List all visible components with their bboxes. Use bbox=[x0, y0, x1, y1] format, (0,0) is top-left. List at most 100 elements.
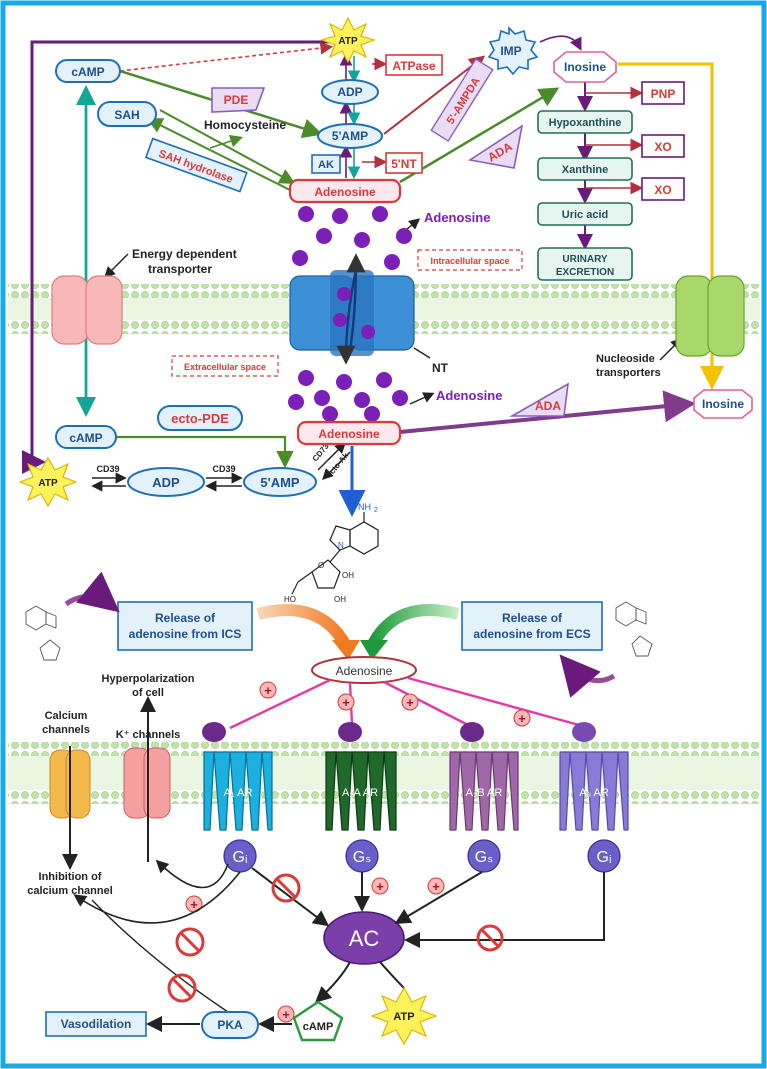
adenosine-molecule-right bbox=[615, 601, 653, 657]
nucleoside-label-1: Nucleoside bbox=[596, 353, 655, 365]
svg-text:AK: AK bbox=[318, 159, 334, 171]
receptor-a3: A₃ AR bbox=[559, 751, 629, 831]
adenosine-label-intracellular: Adenosine bbox=[424, 210, 490, 225]
nt-transporter bbox=[289, 253, 415, 365]
calcium-channel bbox=[49, 746, 91, 870]
atpase-box: ATPase bbox=[385, 54, 443, 76]
molecule-nh2: NH bbox=[358, 502, 371, 512]
svg-text:cAMP: cAMP bbox=[71, 65, 104, 79]
svg-text:A₂B AR: A₂B AR bbox=[466, 787, 503, 799]
pka-node: PKA bbox=[201, 1011, 259, 1039]
receptor-a2b: A₂B AR bbox=[449, 751, 519, 831]
svg-text:cAMP: cAMP bbox=[69, 431, 102, 445]
atp-star-ext: ATP bbox=[18, 456, 78, 508]
svg-text:XO: XO bbox=[654, 183, 671, 197]
svg-text:EXCRETION: EXCRETION bbox=[556, 267, 614, 278]
atp-star-bottom: ATP bbox=[370, 986, 438, 1046]
amp5-ext-node: 5'AMP bbox=[243, 467, 317, 497]
pnp-box: PNP bbox=[641, 81, 685, 105]
adenosine-extracellular-node: Adenosine bbox=[296, 420, 402, 446]
xo-box-2: XO bbox=[641, 177, 685, 201]
amp5-node: 5'AMP bbox=[317, 123, 383, 149]
svg-text:SAH: SAH bbox=[114, 108, 139, 122]
hyperpolarization-label-1: Hyperpolarization bbox=[102, 673, 195, 685]
ecs-curved-arrow bbox=[559, 654, 616, 698]
svg-text:A₂A AR: A₂A AR bbox=[342, 787, 378, 799]
molecule-o: O bbox=[318, 561, 324, 570]
svg-text:adenosine from ICS: adenosine from ICS bbox=[129, 627, 242, 641]
ada-triangle-top: ADA bbox=[467, 124, 524, 169]
ecto-ak-label: ecto-Ak bbox=[325, 451, 351, 480]
receptor-heads bbox=[202, 722, 596, 742]
svg-text:Adenosine: Adenosine bbox=[318, 427, 380, 441]
adenylate-cyclase: AC bbox=[323, 911, 405, 965]
svg-text:PDE: PDE bbox=[224, 93, 249, 107]
uric-acid-box: Uric acid bbox=[537, 202, 633, 226]
svg-text:Gᵢ: Gᵢ bbox=[597, 849, 612, 866]
ak-box: AK bbox=[311, 154, 341, 174]
calcium-label-1: Calcium bbox=[45, 710, 88, 722]
plus-signs: + + + + + + + + bbox=[185, 681, 531, 1023]
svg-text:+: + bbox=[282, 1007, 290, 1022]
orange-arrowhead bbox=[332, 640, 360, 660]
svg-text:Extracellular space: Extracellular space bbox=[184, 362, 266, 372]
svg-text:+: + bbox=[432, 879, 440, 894]
sah-hydrolase-box: SAH hydrolase bbox=[144, 137, 248, 193]
adenosine-molecule-left bbox=[25, 605, 61, 661]
hypoxanthine-box: Hypoxanthine bbox=[537, 110, 633, 134]
svg-text:Adenosine: Adenosine bbox=[314, 185, 376, 199]
calcium-label-2: channels bbox=[42, 724, 90, 736]
svg-text:A₃ AR: A₃ AR bbox=[579, 787, 609, 799]
svg-text:Gₛ: Gₛ bbox=[475, 849, 493, 866]
green-arrowhead bbox=[360, 640, 388, 660]
adenosine-label-extracellular: Adenosine bbox=[436, 388, 502, 403]
adp-node: ADP bbox=[321, 79, 379, 105]
vasodilation-box: Vasodilation bbox=[45, 1011, 147, 1037]
ada-triangle-ext: ADA bbox=[508, 382, 569, 417]
inosine-node-ext: Inosine bbox=[693, 389, 753, 419]
svg-text:Intracellular space: Intracellular space bbox=[430, 256, 509, 266]
camp-node: cAMP bbox=[55, 59, 121, 83]
svg-text:Gₛ: Gₛ bbox=[353, 849, 371, 866]
svg-text:cAMP: cAMP bbox=[303, 1021, 334, 1033]
energy-dependent-transporter bbox=[51, 275, 123, 345]
hyperpolarization-label-2: of cell bbox=[132, 687, 164, 699]
svg-text:ADA: ADA bbox=[535, 399, 561, 413]
imp-starburst: IMP bbox=[487, 26, 539, 76]
svg-text:5'AMP: 5'AMP bbox=[332, 129, 368, 143]
atp-top-label: ATP bbox=[338, 36, 358, 47]
nucleoside-label-2: transporters bbox=[596, 367, 661, 379]
svg-text:5'AMP: 5'AMP bbox=[260, 475, 300, 490]
inhibition-label-2: calcium channel bbox=[27, 885, 113, 897]
release-ecs-box: Release of adenosine from ECS bbox=[461, 601, 603, 651]
nt5-box: 5'NT bbox=[385, 152, 423, 174]
svg-text:+: + bbox=[190, 897, 198, 912]
svg-text:A₁ AR: A₁ AR bbox=[224, 787, 253, 799]
molecule-ho: HO bbox=[284, 595, 296, 604]
svg-text:URINARY: URINARY bbox=[562, 254, 608, 265]
svg-text:Release of: Release of bbox=[155, 611, 216, 625]
svg-text:ecto-PDE: ecto-PDE bbox=[171, 411, 229, 426]
svg-text:Hypoxanthine: Hypoxanthine bbox=[549, 117, 622, 129]
release-ics-box: Release of adenosine from ICS bbox=[117, 601, 253, 651]
adp-ext-node: ADP bbox=[127, 467, 205, 497]
ecto-pde-node: ecto-PDE bbox=[157, 405, 243, 431]
cd39-label-b: CD39 bbox=[212, 464, 235, 474]
gi-protein-2: Gᵢ bbox=[587, 839, 621, 873]
xanthine-box: Xanthine bbox=[537, 157, 633, 181]
svg-text:Xanthine: Xanthine bbox=[562, 164, 608, 176]
bottom-arrows bbox=[73, 859, 605, 1032]
xo-box-1: XO bbox=[641, 134, 685, 158]
camp-ext-node: cAMP bbox=[55, 425, 117, 449]
adenosine-hub: Adenosine bbox=[311, 656, 417, 684]
homocysteine-label: Homocysteine bbox=[204, 118, 286, 132]
camp-pentagon: cAMP bbox=[292, 1000, 344, 1042]
svg-text:+: + bbox=[518, 711, 526, 726]
orange-arrow bbox=[256, 604, 352, 650]
energy-label-2: transporter bbox=[148, 262, 212, 276]
svg-text:Release of: Release of bbox=[502, 611, 563, 625]
inhibition-symbols bbox=[167, 873, 504, 1003]
adenosine-intracellular-node: Adenosine bbox=[288, 178, 402, 204]
gs-protein-2: Gₛ bbox=[467, 839, 501, 873]
